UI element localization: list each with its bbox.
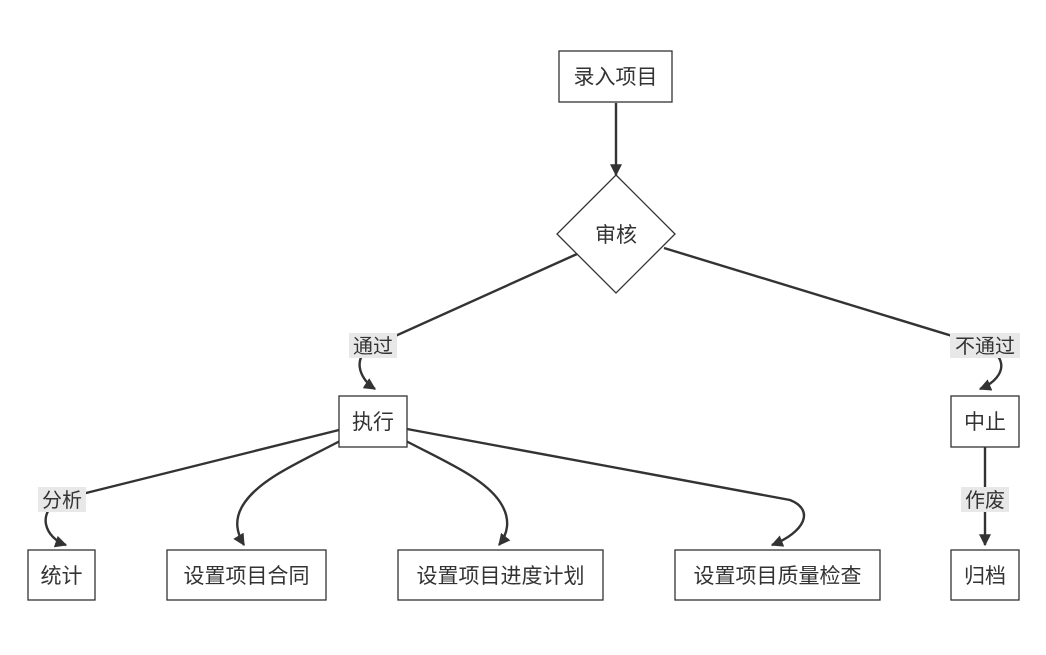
svg-text:审核: 审核	[595, 223, 637, 247]
svg-text:作废: 作废	[965, 488, 1005, 512]
svg-text:设置项目质量检查: 设置项目质量检查	[694, 564, 862, 588]
node-schedule[interactable]: 设置项目进度计划	[397, 549, 604, 601]
node-review[interactable]: 审核	[556, 174, 676, 294]
edge-label-pass: 通过	[349, 333, 397, 358]
svg-text:统计: 统计	[41, 564, 83, 588]
svg-text:归档: 归档	[964, 564, 1006, 588]
svg-text:设置项目进度计划: 设置项目进度计划	[417, 564, 585, 588]
node-archive[interactable]: 归档	[950, 549, 1020, 601]
node-stats[interactable]: 统计	[27, 549, 96, 601]
edge-review-to-execute	[358, 252, 578, 391]
edge-execute-to-stats	[44, 428, 340, 548]
edge-execute-to-quality	[406, 427, 806, 547]
svg-text:中止: 中止	[964, 410, 1006, 434]
svg-text:录入项目: 录入项目	[574, 65, 658, 89]
edge-execute-to-schedule	[405, 439, 511, 546]
edge-review-to-suspend	[663, 246, 1003, 391]
node-execute[interactable]: 执行	[338, 395, 408, 448]
edge-label-void: 作废	[961, 487, 1009, 512]
edge-label-analyze: 分析	[38, 487, 86, 512]
node-suspend[interactable]: 中止	[950, 395, 1020, 448]
svg-text:设置项目合同: 设置项目合同	[184, 564, 310, 588]
svg-text:分析: 分析	[42, 488, 82, 512]
node-quality[interactable]: 设置项目质量检查	[674, 549, 881, 601]
svg-text:通过: 通过	[353, 334, 393, 358]
svg-text:执行: 执行	[352, 410, 394, 434]
edge-label-fail: 不通过	[950, 333, 1020, 358]
node-entry[interactable]: 录入项目	[558, 50, 673, 103]
node-contract[interactable]: 设置项目合同	[166, 549, 327, 601]
svg-text:不通过: 不通过	[955, 334, 1015, 358]
edge-execute-to-contract	[233, 439, 341, 547]
